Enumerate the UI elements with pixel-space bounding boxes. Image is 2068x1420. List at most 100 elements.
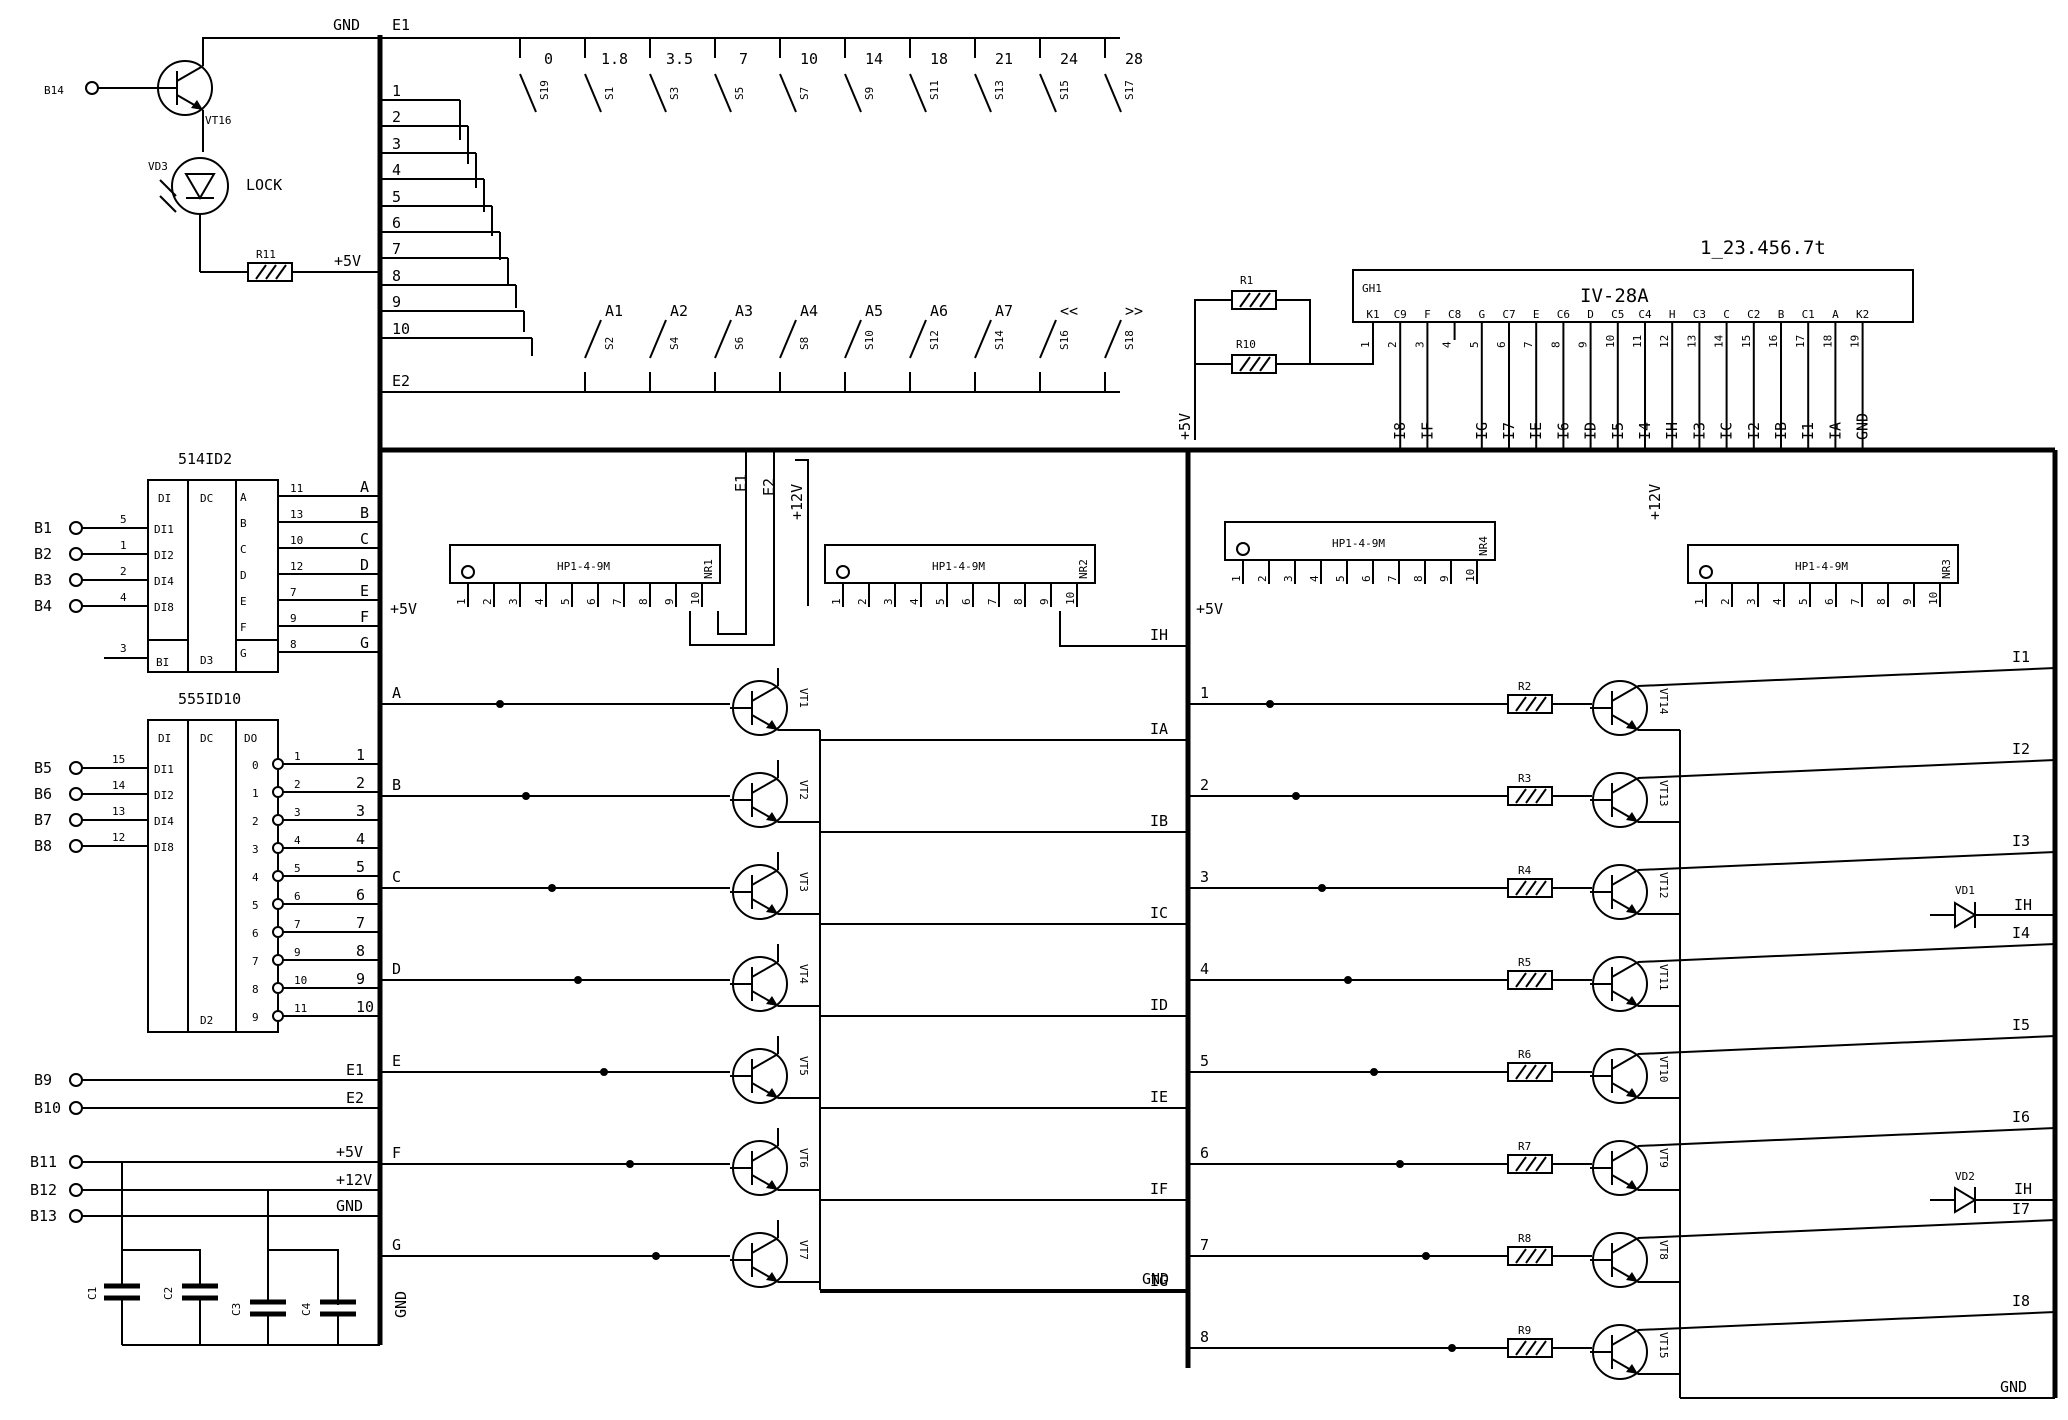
bus-line-number: 7 — [392, 240, 401, 258]
resistor-hatch — [1525, 788, 1537, 804]
ic-555-output-bubble — [272, 982, 284, 994]
switch-bottom-ref: S8 — [798, 337, 811, 350]
terminal-bus-label: B6 — [34, 785, 52, 803]
r11-label: R11 — [256, 248, 276, 261]
terminal-b13 — [69, 1209, 83, 1223]
array-pin-number: 7 — [1849, 598, 1862, 605]
display-pin-number: 19 — [1849, 335, 1862, 348]
junction-dot — [1318, 884, 1326, 892]
ic-555-output-idx: 2 — [252, 815, 259, 828]
terminal-b9 — [69, 1073, 83, 1087]
array-pin-number: 9 — [1038, 598, 1051, 605]
collector — [1611, 685, 1639, 702]
resistor-hatch — [265, 264, 277, 280]
ic-555-output-pin: 4 — [294, 834, 301, 847]
resistor-hatch — [1535, 1340, 1547, 1356]
transistor-ref: VT1 — [797, 688, 810, 708]
resistor-hatch — [1535, 1248, 1547, 1264]
junction-dot — [652, 1252, 660, 1260]
display-pin-number: 14 — [1713, 334, 1726, 348]
ic-514-output-pin: 13 — [290, 508, 303, 521]
ic-514-output-seg: E — [240, 595, 247, 608]
collector — [751, 777, 779, 794]
switch-top-ref: S19 — [538, 80, 551, 100]
bus-p5-left-label: +5V — [390, 600, 417, 618]
array-pin-number: 5 — [1334, 575, 1347, 582]
display-pin-signal: GND — [1854, 413, 1872, 440]
ic-555-output-pin: 1 — [294, 750, 301, 763]
display-pin-signal: I1 — [1799, 422, 1817, 440]
junction-dot — [1266, 700, 1274, 708]
segment-input-label: A — [392, 684, 401, 702]
ic-514-header: DC — [200, 492, 213, 505]
array-ref: NR3 — [1940, 559, 1953, 579]
display-pin-code: B — [1778, 308, 1785, 321]
ic-514-input-pin: 2 — [120, 565, 127, 578]
digit-output-wire — [1637, 943, 2056, 963]
ic-514-output-seg: C — [240, 543, 247, 556]
transistor-ref: VT7 — [797, 1240, 810, 1260]
segment-input-label: D — [392, 960, 401, 978]
switch-bottom-value: A3 — [735, 302, 753, 320]
display-pin-number: 9 — [1577, 341, 1590, 348]
ic-555-output-line: 2 — [356, 774, 365, 792]
terminal-bus-label: B9 — [34, 1071, 52, 1089]
display-gh1 — [1352, 269, 1914, 323]
ic-555-output-pin: 6 — [294, 890, 301, 903]
transistor-ref: VT11 — [1657, 964, 1670, 991]
emitter-arrow — [766, 720, 778, 730]
display-pin-code: F — [1424, 308, 1431, 321]
lock-label: LOCK — [246, 176, 282, 194]
ic-555-input-pin: 12 — [112, 831, 125, 844]
array-pin-number: 3 — [882, 598, 895, 605]
display-pin-code: K1 — [1366, 308, 1379, 321]
bus-p5-right-label: +5V — [1196, 600, 1223, 618]
bus-line-number: 5 — [392, 188, 401, 206]
array-pin1-marker — [461, 565, 475, 579]
segment-output-label: IC — [1150, 904, 1168, 922]
emitter-arrow — [1626, 1088, 1638, 1098]
vt16-gnd-wire — [202, 37, 380, 66]
resistor-hatch — [1515, 1248, 1527, 1264]
digit-output-wire — [1637, 1127, 2056, 1147]
terminal-b8 — [69, 839, 83, 853]
digit-output-label: I7 — [2012, 1200, 2030, 1218]
resistor-hatch — [1535, 972, 1547, 988]
bus-line-number: 6 — [392, 214, 401, 232]
ic-514-output-seg: A — [240, 491, 247, 504]
ic-555-output-bubble — [272, 842, 284, 854]
ic-514-header: DI — [158, 492, 171, 505]
left-gnd-label: GND — [1142, 1270, 1169, 1288]
bus-line-number: 4 — [392, 161, 401, 179]
array-pin-number: 8 — [637, 598, 650, 605]
ic-514-output-seg: D — [240, 569, 247, 582]
terminal-bus-label: B10 — [34, 1099, 61, 1117]
resistor-hatch — [1515, 1064, 1527, 1080]
collector — [751, 685, 779, 702]
display-pin-number: 10 — [1604, 335, 1617, 348]
array-pin-number: 1 — [1230, 575, 1243, 582]
ic-555-output-idx: 9 — [252, 1011, 259, 1024]
ic-555-output-pin: 2 — [294, 778, 301, 791]
resistor-hatch — [1249, 292, 1261, 308]
array-pin-number: 10 — [1464, 569, 1477, 582]
junction-dot — [1448, 1344, 1456, 1352]
ic-514-output-seg: F — [240, 621, 247, 634]
display-pin-code: C1 — [1802, 308, 1815, 321]
emitter-arrow — [1626, 720, 1638, 730]
terminal-bus-label: B7 — [34, 811, 52, 829]
ic-514-output-pin: 9 — [290, 612, 297, 625]
digit-output-wire — [1637, 1219, 2056, 1239]
transistor-ref: VT5 — [797, 1056, 810, 1076]
vd2-label: VD2 — [1955, 1170, 1975, 1183]
ic-555-output-line: 3 — [356, 802, 365, 820]
terminal-bus-label: B8 — [34, 837, 52, 855]
switch-s9-blade — [844, 73, 862, 113]
left-ih-label: IH — [1150, 626, 1168, 644]
resistor-label: R4 — [1518, 864, 1532, 877]
ic-514-input-label: DI1 — [154, 523, 174, 536]
ic-555-input-label: DI4 — [154, 815, 174, 828]
display-pin-number: 15 — [1740, 335, 1753, 348]
transistor-ref: VT12 — [1657, 872, 1670, 899]
switch-top-ref: S5 — [733, 87, 746, 100]
